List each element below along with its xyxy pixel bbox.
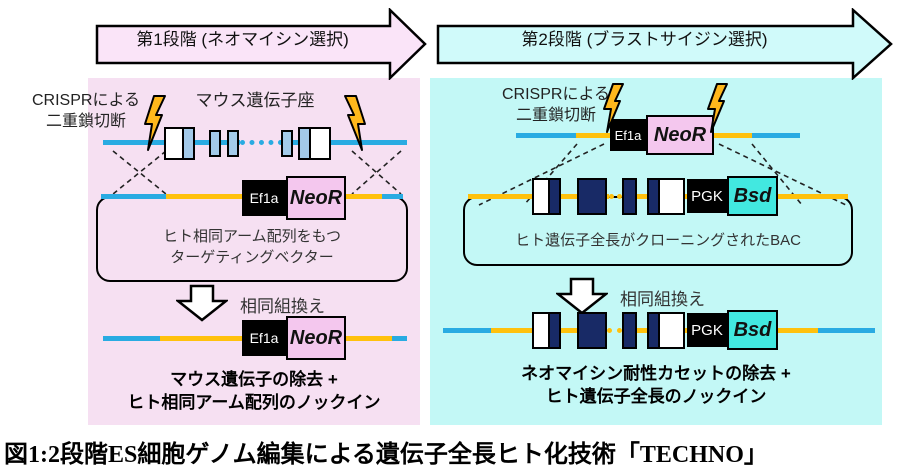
- result-left-blue-1: [103, 336, 160, 341]
- right-result-line1: ネオマイシン耐性カセットの除去 +: [521, 364, 791, 383]
- right-result-line2: ヒト遺伝子全長のノックイン: [545, 387, 767, 406]
- mouse-locus-line-dots: [240, 140, 283, 145]
- result-right-blue-1: [443, 328, 491, 333]
- right-result-text: ネオマイシン耐性カセットの除去 + ヒト遺伝子全長のノックイン: [436, 362, 876, 408]
- result-human-exon-1: [548, 312, 561, 349]
- human-exon-1: [548, 178, 561, 215]
- left-result-text: マウス遺伝子の除去 + ヒト相同アーム配列のノックイン: [92, 368, 416, 414]
- crispr-label-right-line1: CRISPRによる: [502, 86, 610, 103]
- human-exon-2: [577, 178, 607, 215]
- recombination-label-left: 相同組換え: [240, 297, 325, 316]
- mouse-exon-3: [227, 130, 239, 157]
- mouse-exon-4: [281, 130, 293, 157]
- mouse-exon-1: [182, 127, 195, 160]
- figure-caption: 図1:2段階ES細胞ゲノム編集による遺伝子全長ヒト化技術「TECHNO」: [4, 442, 768, 468]
- step1-arrow: [95, 8, 427, 80]
- genome-blue-right: [752, 133, 800, 138]
- bac-line-dots: [609, 194, 622, 199]
- mouse-exon-utr-right: [309, 127, 331, 160]
- result-right-yellow-3: [778, 328, 818, 333]
- vector-ef1a-box: Ef1a: [242, 180, 286, 216]
- crispr-label-left-line2: 二重鎖切断: [45, 113, 126, 130]
- mouse-locus-line-right: [283, 140, 407, 145]
- result-left-yellow-2: [346, 336, 392, 341]
- bac-pgk-box: PGK: [687, 179, 727, 213]
- vector-caption: ヒト相同アーム配列をもつ ターゲティングベクター: [106, 226, 398, 268]
- vector-arm-blue-left: [101, 194, 166, 199]
- result-ef1a-box: Ef1a: [242, 320, 286, 356]
- lightning-bolt-icon: [603, 83, 624, 133]
- human-exon-3: [622, 178, 637, 215]
- mouse-locus-title: マウス遺伝子座: [195, 91, 315, 110]
- result-right-blue-2: [818, 328, 875, 333]
- recombination-label-right: 相同組換え: [620, 290, 705, 309]
- vector-caption-line2: ターゲティングベクター: [170, 249, 334, 266]
- crispr-label-left: CRISPRによる 二重鎖切断: [24, 90, 148, 132]
- step1-panel: [88, 78, 420, 425]
- result-neor-box: NeoR: [286, 316, 346, 360]
- genome-neor-box: NeoR: [646, 115, 714, 155]
- result-left-yellow-1: [160, 336, 242, 341]
- crispr-label-left-line1: CRISPRによる: [32, 92, 140, 109]
- human-exon-utr-right: [658, 178, 685, 215]
- left-result-line1: マウス遺伝子の除去 +: [170, 370, 338, 389]
- result-bsd-box: Bsd: [727, 310, 778, 350]
- vector-arm-blue-right: [382, 194, 403, 199]
- bac-caption: ヒト遺伝子全長がクローニングされたBAC: [515, 232, 801, 249]
- vector-caption-line1: ヒト相同アーム配列をもつ: [162, 228, 342, 245]
- left-result-line2: ヒト相同アーム配列のノックイン: [127, 393, 381, 412]
- step1-arrow-label: 第1段階 (ネオマイシン選択): [136, 29, 349, 49]
- vector-arm-yellow-left: [166, 194, 242, 199]
- genome-ef1a-box: Ef1a: [610, 119, 646, 151]
- down-arrow-icon: [556, 277, 608, 315]
- step2-arrow: [436, 8, 893, 80]
- genome-blue-left: [516, 133, 576, 138]
- crispr-label-right-line2: 二重鎖切断: [515, 107, 596, 124]
- result-human-exon-utr-right: [658, 312, 685, 349]
- down-arrow-icon: [176, 284, 228, 322]
- result-human-exon-3: [622, 312, 637, 349]
- lightning-bolt-icon: [707, 83, 728, 133]
- result-pgk-box: PGK: [687, 313, 727, 347]
- step2-arrow-label: 第2段階 (ブラストサイジン選択): [521, 29, 768, 49]
- bac-bsd-box: Bsd: [727, 176, 778, 216]
- crispr-label-right: CRISPRによる 二重鎖切断: [494, 84, 618, 126]
- result-left-blue-2: [392, 336, 407, 341]
- genome-yellow-right: [714, 133, 752, 138]
- lightning-bolt-icon: [344, 95, 366, 151]
- genome-yellow-left: [576, 133, 610, 138]
- mouse-exon-2: [209, 130, 221, 157]
- result-human-exon-2: [577, 312, 607, 349]
- vector-arm-yellow-right: [346, 194, 382, 199]
- lightning-bolt-icon: [144, 95, 166, 151]
- vector-neor-box: NeoR: [286, 176, 346, 220]
- result-right-dots: [607, 328, 622, 333]
